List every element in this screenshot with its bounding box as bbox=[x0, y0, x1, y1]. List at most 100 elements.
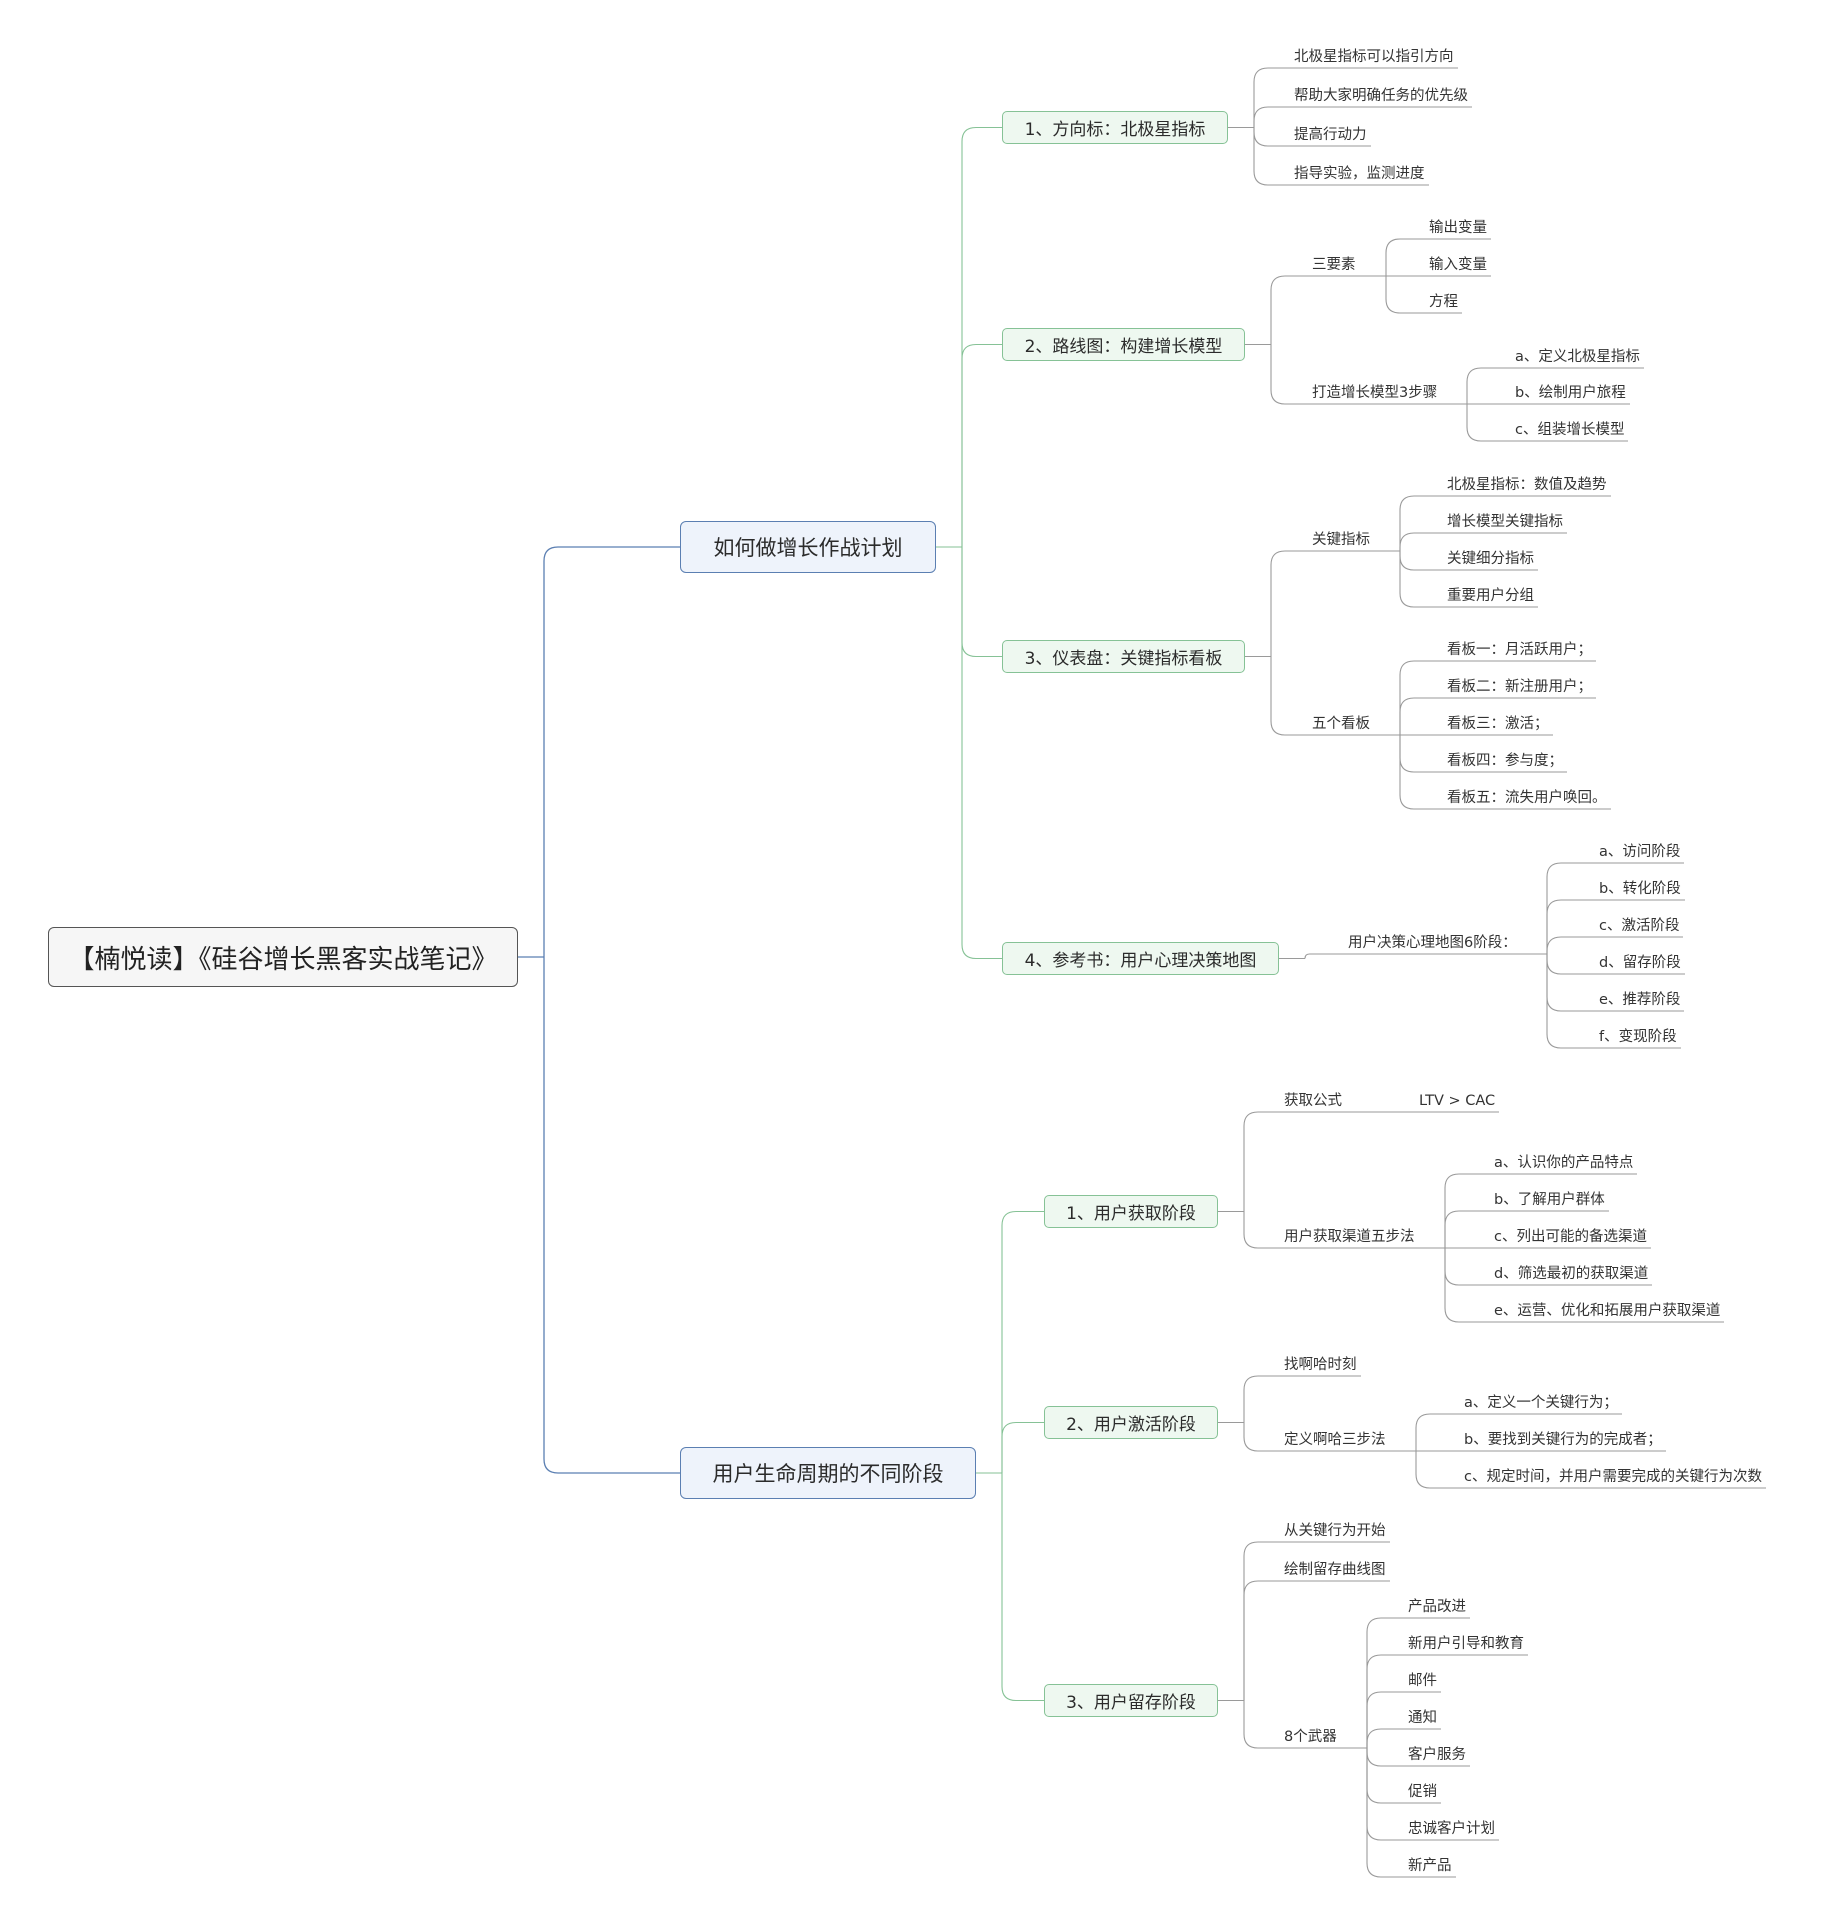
subtopic-decision-map[interactable]: 4、参考书：用户心理决策地图 bbox=[1002, 942, 1279, 975]
leaf-topic[interactable]: e、推荐阶段 bbox=[1599, 992, 1681, 1008]
connector bbox=[1243, 1422, 1280, 1452]
leaf-topic[interactable]: 指导实验，监测进度 bbox=[1294, 166, 1425, 182]
leaf-topic[interactable]: 看板四：参与度； bbox=[1447, 753, 1563, 769]
leaf-topic[interactable]: a、访问阶段 bbox=[1599, 844, 1681, 860]
connector bbox=[1366, 1748, 1404, 1878]
leaf-topic[interactable]: c、激活阶段 bbox=[1599, 918, 1680, 934]
leaf-topic[interactable]: 方程 bbox=[1429, 294, 1458, 310]
connector bbox=[1270, 275, 1308, 345]
leaf-topic[interactable]: 五个看板 bbox=[1312, 716, 1370, 732]
subtopic-acquisition[interactable]: 1、用户获取阶段 bbox=[1044, 1195, 1218, 1228]
leaf-topic[interactable]: 忠诚客户计划 bbox=[1408, 1821, 1495, 1837]
leaf-topic[interactable]: b、转化阶段 bbox=[1599, 881, 1681, 897]
leaf-topic[interactable]: b、绘制用户旅程 bbox=[1515, 385, 1626, 401]
leaf-topic[interactable]: 提高行动力 bbox=[1294, 127, 1367, 143]
connector bbox=[543, 546, 680, 957]
leaf-topic[interactable]: 新产品 bbox=[1408, 1858, 1452, 1874]
leaf-topic[interactable]: 增长模型关键指标 bbox=[1447, 514, 1563, 530]
leaf-topic[interactable]: 北极星指标：数值及趋势 bbox=[1447, 477, 1607, 493]
leaf-topic[interactable]: 获取公式 bbox=[1284, 1093, 1342, 1109]
connector bbox=[1366, 1654, 1404, 1748]
connector bbox=[1546, 936, 1595, 954]
leaf-topic[interactable]: 邮件 bbox=[1408, 1673, 1437, 1689]
connector bbox=[1444, 1210, 1490, 1248]
leaf-topic[interactable]: b、了解用户群体 bbox=[1494, 1192, 1605, 1208]
leaf-topic[interactable]: f、变现阶段 bbox=[1599, 1029, 1677, 1045]
connector bbox=[1415, 1451, 1460, 1489]
leaf-topic[interactable]: 客户服务 bbox=[1408, 1747, 1466, 1763]
leaf-topic[interactable]: 看板五：流失用户唤回。 bbox=[1447, 790, 1607, 806]
connector bbox=[1001, 1421, 1044, 1473]
connector bbox=[1415, 1413, 1460, 1451]
connector bbox=[1243, 1375, 1280, 1423]
connector bbox=[961, 547, 1002, 960]
leaf-topic[interactable]: 通知 bbox=[1408, 1710, 1437, 1726]
leaf-topic[interactable]: 用户获取渠道五步法 bbox=[1284, 1229, 1415, 1245]
connector bbox=[1444, 1248, 1490, 1323]
connector bbox=[961, 126, 1002, 547]
leaf-topic[interactable]: d、留存阶段 bbox=[1599, 955, 1681, 971]
connector bbox=[1399, 697, 1443, 735]
subtopic-growth-model[interactable]: 2、路线图：构建增长模型 bbox=[1002, 328, 1245, 361]
connector bbox=[1304, 953, 1344, 959]
leaf-topic[interactable]: c、列出可能的备选渠道 bbox=[1494, 1229, 1647, 1245]
leaf-topic[interactable]: LTV > CAC bbox=[1419, 1093, 1496, 1109]
leaf-topic[interactable]: 新用户引导和教育 bbox=[1408, 1636, 1524, 1652]
connector bbox=[1270, 550, 1308, 657]
leaf-topic[interactable]: 产品改进 bbox=[1408, 1599, 1466, 1615]
leaf-topic[interactable]: c、组装增长模型 bbox=[1515, 422, 1625, 438]
connector bbox=[1385, 238, 1425, 276]
connector bbox=[1466, 367, 1511, 404]
leaf-topic[interactable]: 北极星指标可以指引方向 bbox=[1294, 49, 1454, 65]
connector bbox=[1243, 1541, 1280, 1701]
leaf-topic[interactable]: 打造增长模型3步骤 bbox=[1312, 385, 1438, 401]
leaf-topic[interactable]: e、运营、优化和拓展用户获取渠道 bbox=[1494, 1303, 1721, 1319]
leaf-topic[interactable]: a、定义北极星指标 bbox=[1515, 349, 1640, 365]
subtopic-activation[interactable]: 2、用户激活阶段 bbox=[1044, 1406, 1218, 1439]
connector bbox=[543, 957, 680, 1474]
connector bbox=[961, 343, 1002, 547]
leaf-topic[interactable]: 关键细分指标 bbox=[1447, 551, 1534, 567]
connector bbox=[1253, 67, 1290, 128]
leaf-topic[interactable]: 从关键行为开始 bbox=[1284, 1523, 1386, 1539]
leaf-topic[interactable]: 用户决策心理地图6阶段： bbox=[1348, 935, 1517, 951]
leaf-topic[interactable]: 看板三：激活； bbox=[1447, 716, 1549, 732]
leaf-topic[interactable]: c、规定时间，并用户需要完成的关键行为次数 bbox=[1464, 1469, 1762, 1485]
leaf-topic[interactable]: 促销 bbox=[1408, 1784, 1437, 1800]
connector bbox=[1399, 495, 1443, 551]
leaf-topic[interactable]: 帮助大家明确任务的优先级 bbox=[1294, 88, 1468, 104]
connector bbox=[1399, 532, 1443, 551]
connector bbox=[1270, 344, 1308, 405]
leaf-topic[interactable]: 重要用户分组 bbox=[1447, 588, 1534, 604]
topic-user-lifecycle[interactable]: 用户生命周期的不同阶段 bbox=[680, 1447, 976, 1499]
subtopic-north-star[interactable]: 1、方向标：北极星指标 bbox=[1002, 111, 1228, 144]
subtopic-retention[interactable]: 3、用户留存阶段 bbox=[1044, 1684, 1218, 1717]
leaf-topic[interactable]: 输入变量 bbox=[1429, 257, 1487, 273]
leaf-topic[interactable]: a、认识你的产品特点 bbox=[1494, 1155, 1634, 1171]
leaf-topic[interactable]: 找啊哈时刻 bbox=[1284, 1357, 1357, 1373]
connector bbox=[1270, 656, 1308, 736]
connector bbox=[1366, 1728, 1404, 1748]
topic-growth-battle-plan[interactable]: 如何做增长作战计划 bbox=[680, 521, 936, 573]
leaf-topic[interactable]: 看板二：新注册用户； bbox=[1447, 679, 1592, 695]
root-topic[interactable]: 【楠悦读】《硅谷增长黑客实战笔记》 bbox=[48, 927, 518, 987]
connector bbox=[1546, 954, 1595, 1049]
connector bbox=[1546, 899, 1595, 954]
leaf-topic[interactable]: 看板一：月活跃用户； bbox=[1447, 642, 1592, 658]
leaf-topic[interactable]: 输出变量 bbox=[1429, 220, 1487, 236]
connector bbox=[1466, 404, 1511, 442]
leaf-topic[interactable]: 关键指标 bbox=[1312, 532, 1370, 548]
leaf-topic[interactable]: a、定义一个关键行为； bbox=[1464, 1395, 1618, 1411]
leaf-topic[interactable]: 8个武器 bbox=[1284, 1729, 1337, 1745]
leaf-topic[interactable]: 定义啊哈三步法 bbox=[1284, 1432, 1386, 1448]
leaf-topic[interactable]: 三要素 bbox=[1312, 257, 1356, 273]
connector bbox=[1399, 551, 1443, 608]
leaf-topic[interactable]: 绘制留存曲线图 bbox=[1284, 1562, 1386, 1578]
connector bbox=[1366, 1691, 1404, 1748]
connector bbox=[1399, 735, 1443, 810]
leaf-topic[interactable]: d、筛选最初的获取渠道 bbox=[1494, 1266, 1649, 1282]
subtopic-dashboard[interactable]: 3、仪表盘：关键指标看板 bbox=[1002, 640, 1245, 673]
leaf-topic[interactable]: b、要找到关键行为的完成者； bbox=[1464, 1432, 1662, 1448]
connector bbox=[1001, 1210, 1044, 1473]
